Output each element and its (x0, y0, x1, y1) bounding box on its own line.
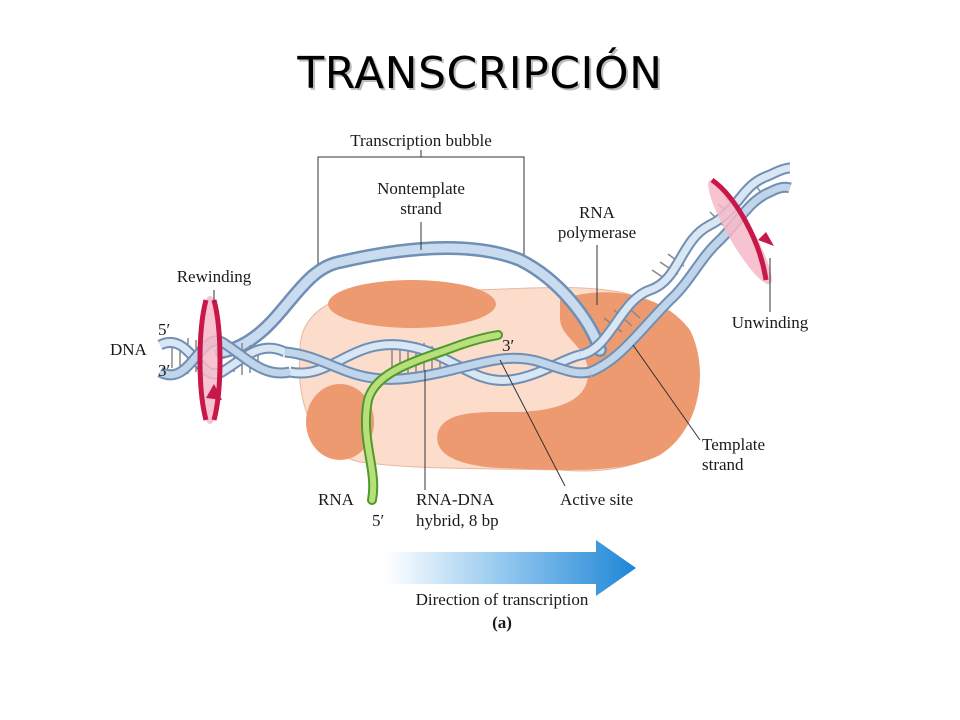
label-unwinding: Unwinding (732, 313, 809, 332)
label-transcription-bubble: Transcription bubble (350, 131, 492, 150)
label-nontemplate-1: Nontemplate (377, 179, 465, 198)
label-active-site: Active site (560, 490, 633, 509)
label-rna-polymerase-1: RNA (579, 203, 616, 222)
polymerase-left-lobe (306, 384, 374, 460)
template-strand (284, 339, 592, 386)
direction-arrow (386, 540, 636, 596)
label-dna-5prime: 5′ (158, 320, 170, 339)
label-rna-3prime: 3′ (502, 336, 514, 355)
label-panel: (a) (492, 613, 512, 632)
label-rna: RNA (318, 490, 355, 509)
dna-helix-right (578, 162, 792, 378)
leader-lines (213, 222, 771, 490)
label-hybrid-1: RNA-DNA (416, 490, 495, 509)
label-template-1: Template (702, 435, 765, 454)
label-dna: DNA (110, 340, 148, 359)
label-template-2: strand (702, 455, 744, 474)
unwinding-arrow (708, 177, 774, 285)
rewinding-arrow (197, 296, 223, 424)
label-nontemplate-2: strand (400, 199, 442, 218)
label-rna-polymerase-2: polymerase (558, 223, 636, 242)
label-rna-5prime: 5′ (372, 511, 384, 530)
label-dna-3prime: 3′ (158, 361, 170, 380)
label-rewinding: Rewinding (177, 267, 252, 286)
page-title: TRANSCRIPCIÓN (297, 48, 663, 99)
label-hybrid-2: hybrid, 8 bp (416, 511, 499, 530)
label-direction: Direction of transcription (416, 590, 589, 609)
polymerase-top-lobe (328, 280, 496, 328)
rna-strand (360, 330, 503, 505)
bubble-bracket (317, 150, 525, 268)
